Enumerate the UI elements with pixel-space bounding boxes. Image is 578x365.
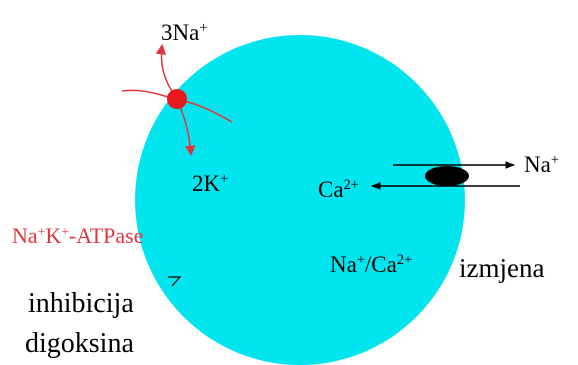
label-3na-sup: + [199, 20, 208, 37]
atpase-k: K [45, 223, 62, 248]
label-digoksina: digoksina [25, 328, 134, 359]
label-izmjena: izmjena [459, 253, 545, 283]
label-na-out: Na+ [524, 153, 559, 176]
label-na-out-base: Na [524, 152, 551, 177]
label-ca-in: Ca2+ [318, 178, 359, 201]
exchanger-na: Na [330, 252, 357, 277]
cell-circle [135, 35, 465, 365]
exchanger-slash-ca: /Ca [364, 252, 397, 277]
label-2k: 2K+ [192, 172, 228, 195]
atpase-rest: -ATPase [68, 223, 144, 248]
exchanger-na-sup: + [356, 252, 365, 269]
label-na-ca-exchanger: Na+/Ca2+ [330, 253, 412, 276]
atpase-na-sup: + [37, 223, 46, 239]
label-inhibicija: inhibicija [28, 288, 134, 319]
pump-arrow-na-out [155, 43, 177, 98]
label-2k-sup: + [220, 171, 229, 188]
atpase-k-sup: + [61, 223, 69, 239]
label-ca-in-base: Ca [318, 177, 344, 202]
label-3na-base: 3Na [161, 20, 200, 45]
label-2k-base: 2K [192, 171, 221, 196]
exchanger-ca-sup: 2+ [396, 252, 412, 269]
label-na-k-atpase: Na+K+-ATPase [12, 223, 144, 248]
tick-mark [168, 276, 182, 287]
label-ca-in-sup: 2+ [343, 177, 359, 194]
label-3na: 3Na+ [161, 21, 207, 44]
na-k-pump-icon [167, 89, 187, 109]
atpase-na: Na [12, 223, 38, 248]
label-na-out-sup: + [550, 152, 559, 169]
exchanger-icon [425, 166, 469, 186]
